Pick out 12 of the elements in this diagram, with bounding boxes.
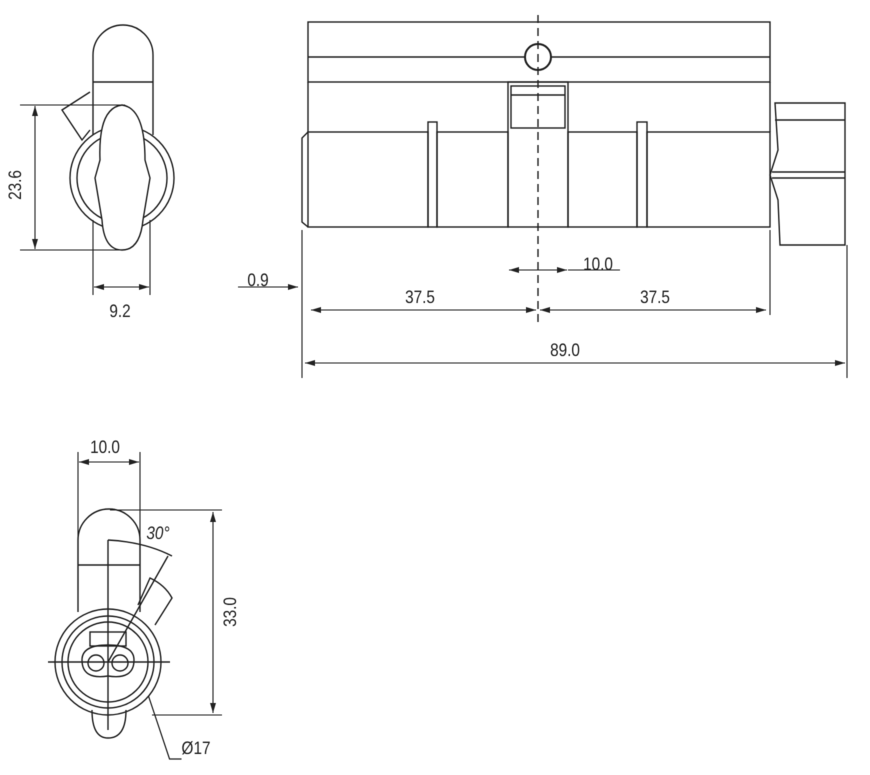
dimension-label: 37.5 — [640, 288, 670, 306]
dimension-label: 23.6 — [6, 170, 24, 200]
leader-line — [148, 696, 182, 760]
diameter-label: Ø17 — [182, 739, 210, 757]
dimension-label: 89.0 — [550, 341, 580, 359]
dimension-label: 0.9 — [247, 271, 269, 289]
dimension-label: 9.2 — [109, 302, 131, 320]
dimension-label: 10.0 — [90, 438, 120, 456]
cylinder-face-circle — [54, 608, 162, 716]
dimension-label: 37.5 — [405, 288, 435, 306]
angle-label: 30° — [146, 524, 170, 542]
dimension-label: 33.0 — [221, 597, 239, 627]
